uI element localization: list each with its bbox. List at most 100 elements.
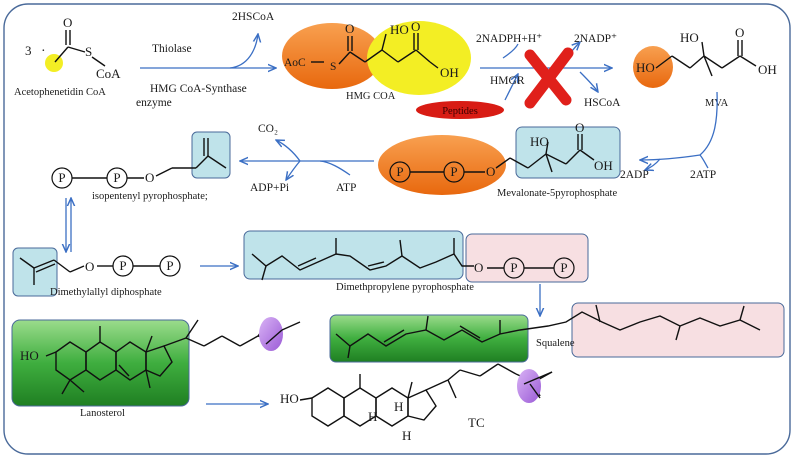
tc-rings: [299, 363, 553, 427]
lanosterol-label: Lanosterol: [80, 408, 125, 419]
acetophenetidin-label: Acetophenetidin CoA: [14, 87, 106, 98]
tc-label: TC: [468, 415, 485, 430]
radical-dot: ·: [41, 44, 46, 59]
thiolase-label: Thiolase: [152, 43, 192, 55]
fpp-phosphate-1: P: [503, 257, 525, 279]
fpp-teal-box: [243, 230, 464, 280]
svg-text:P: P: [560, 260, 567, 275]
coeff-3: 3: [25, 43, 32, 58]
lanosterol-green-box: [11, 319, 190, 407]
arrow-to-m5pp: [640, 154, 701, 160]
m5pp-teal-box: [515, 126, 621, 179]
tc-h-1: H: [368, 409, 377, 424]
svg-text:P: P: [510, 260, 517, 275]
acetyl-oxygen: O: [63, 15, 72, 30]
hmg-bonds: [311, 33, 439, 69]
arrow-mva-down: [699, 91, 718, 156]
mva-ho-2: HO: [680, 30, 699, 45]
arrow-adp-out: [286, 160, 301, 180]
atp-label: ATP: [336, 182, 356, 194]
svg-text:P: P: [119, 258, 126, 273]
mva-bonds: [655, 40, 757, 77]
svg-text:P: P: [166, 258, 173, 273]
acetyl-bonds: [54, 30, 106, 67]
dmapp-phosphate-2: P: [159, 255, 181, 277]
isopentenyl-label: isopentenyl pyrophosphate;: [92, 191, 208, 202]
squalene-green-box: [329, 314, 529, 363]
nadp-label: 2NADP⁺: [574, 33, 617, 45]
mevalonate-5pp-label: Mevalonate-5pyrophosphate: [497, 188, 617, 199]
svg-text:P: P: [58, 170, 65, 185]
lanosterol-purple-ellipse: [259, 317, 283, 351]
lanosterol-ho: HO: [20, 348, 39, 363]
tc-h-3: H: [402, 428, 411, 443]
lanosterol-sidechain-tail: [265, 321, 301, 345]
m5pp-orange-ellipse: [378, 135, 506, 195]
ipp-phosphate-1: P: [51, 167, 73, 189]
ipp-teal-box: [191, 131, 231, 179]
svg-text:P: P: [113, 170, 120, 185]
fpp-phosphate-2: P: [553, 257, 575, 279]
mva-ho-1: HO: [636, 60, 655, 75]
ipp-o: O: [145, 170, 154, 185]
tc-h-2: H: [394, 399, 403, 414]
mva-o: O: [735, 25, 744, 40]
arrow-peptides-inhibit: [504, 74, 518, 101]
outer-frame: [3, 3, 791, 455]
arrow-co2-out: [276, 140, 301, 162]
hmg-aoc: AoC: [284, 57, 306, 69]
m5pp-bonds: [410, 134, 595, 173]
ipp-bonds: [72, 138, 227, 179]
hmg-coa-label: HMG COA: [346, 91, 396, 102]
m5pp-acid-oh: OH: [594, 158, 613, 173]
acetyl-sulfur: S: [85, 44, 92, 59]
arrow-hscoa-release: [229, 34, 258, 69]
fpp-chain: [251, 253, 474, 271]
squalene-label: Squalene: [536, 338, 575, 349]
arrow-adp2: [645, 158, 661, 170]
m5pp-ho: HO: [530, 134, 549, 149]
dmapp-phosphate-1: P: [112, 255, 134, 277]
squalene-chain: [335, 311, 761, 347]
arrow-hscoa-out: [579, 71, 598, 92]
svg-text:P: P: [396, 164, 403, 179]
enzyme-label: enzyme: [136, 97, 172, 109]
arrow-atp2: [699, 154, 709, 169]
co2-label: CO₂: [258, 123, 278, 135]
hmgr-label: HMGR: [490, 75, 525, 87]
dmapp-bonds: [19, 257, 160, 285]
hscoa2-label: 2HSCoA: [232, 11, 275, 23]
dimethpropylene-label: Dimethpropylene pyrophosphate: [336, 282, 474, 293]
fpp-o: O: [474, 260, 483, 275]
dimethylallyl-label: Dimethylallyl diphosphate: [50, 287, 162, 298]
hmg-synthase-label: HMG CoA-Synthase: [150, 83, 247, 95]
m5pp-acid-o: O: [575, 120, 584, 135]
hmg-acid-o: O: [411, 19, 420, 34]
adp2-label: 2ADP: [620, 169, 649, 181]
svg-text:P: P: [450, 164, 457, 179]
tc-purple-ellipse: [517, 369, 541, 403]
tc-sidechain-tail: [523, 371, 553, 399]
acetyl-coa-group: CoA: [96, 66, 121, 81]
hmg-hydroxyl: HO: [390, 22, 409, 37]
hscoa-label: HSCoA: [584, 97, 621, 109]
adp-pi-label: ADP+Pi: [250, 182, 289, 194]
fpp-branches: [261, 238, 455, 281]
dmapp-o: O: [85, 259, 94, 274]
peptides-ellipse: [416, 101, 504, 119]
hmg-acetyl-ellipse: [282, 23, 382, 89]
atp2-label: 2ATP: [690, 169, 716, 181]
tc-ho: HO: [280, 391, 299, 406]
arrow-atp-in: [319, 160, 351, 176]
mva-oh: OH: [758, 62, 777, 77]
m5pp-bridge-o: O: [486, 164, 495, 179]
squalene-branches: [347, 304, 745, 359]
hmg-acid-oh: OH: [440, 65, 459, 80]
nadph-label: 2NADPH+H⁺: [476, 33, 542, 45]
peptides-label: Peptides: [442, 106, 478, 117]
squalene-pink-box: [571, 302, 785, 358]
ipp-phosphate-2: P: [106, 167, 128, 189]
hmg-sulfur: S: [330, 61, 336, 73]
